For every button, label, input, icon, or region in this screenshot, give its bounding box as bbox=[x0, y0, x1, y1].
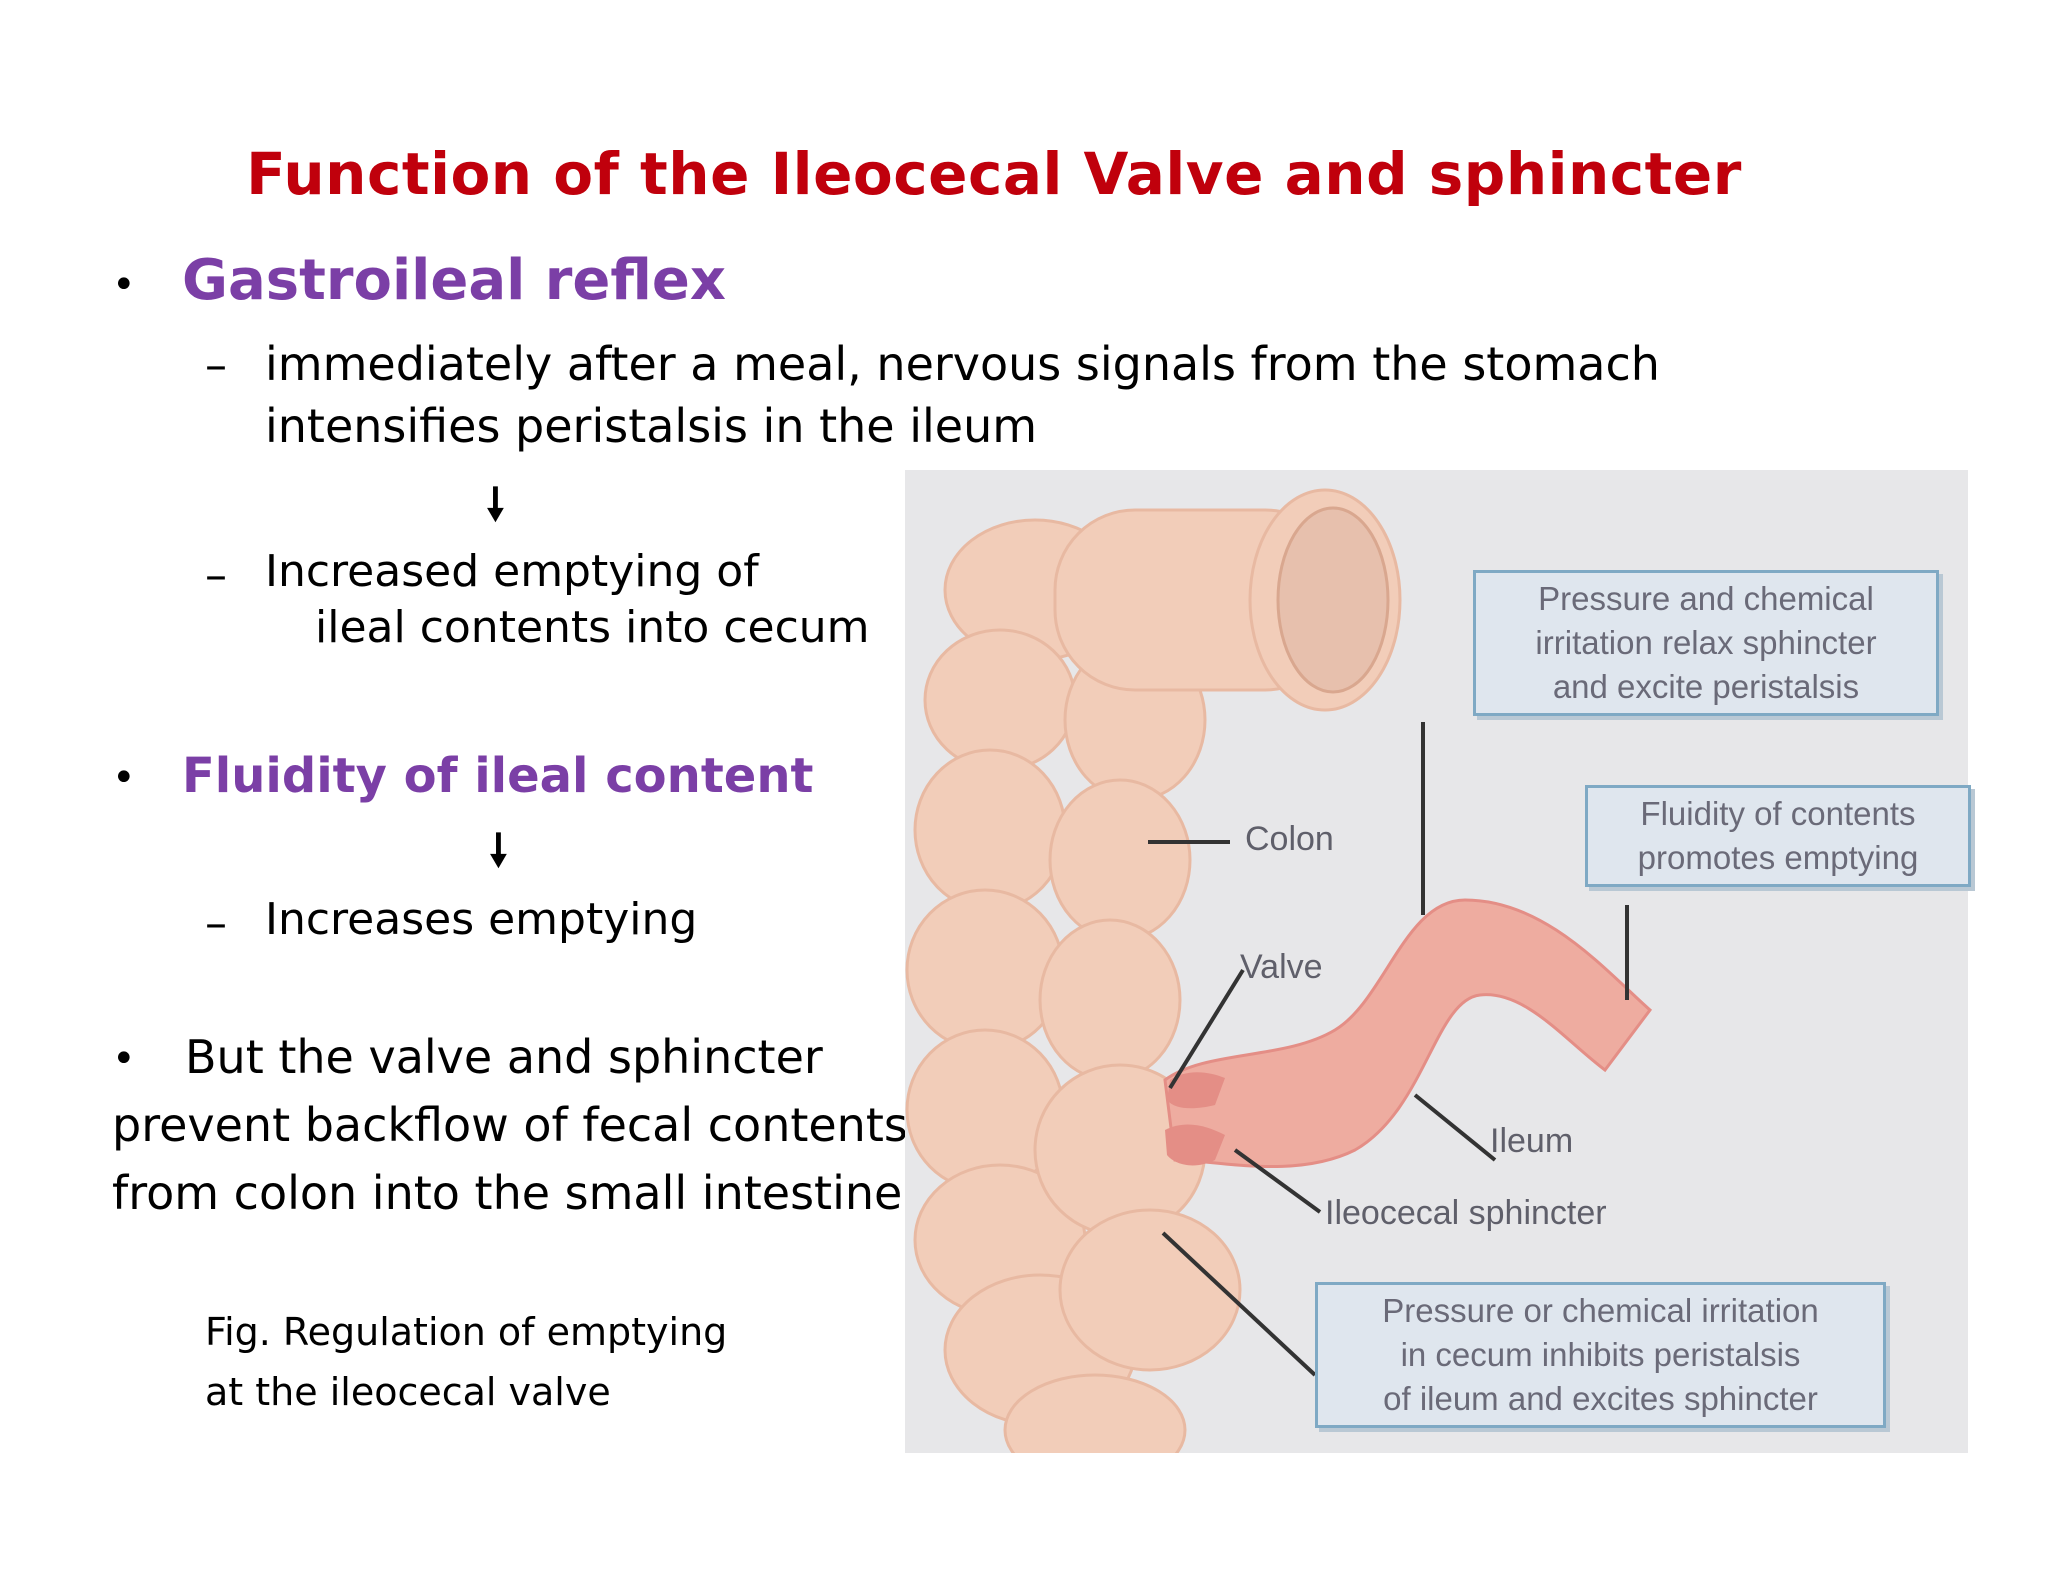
label-ileum: Ileum bbox=[1490, 1122, 1574, 1160]
label-valve: Valve bbox=[1240, 948, 1323, 986]
dash-1: – bbox=[205, 340, 227, 391]
emptying-text-line1: Increased emptying of bbox=[265, 546, 759, 597]
dash-3: – bbox=[205, 898, 227, 949]
callout-middle-line: Fluidity of contents bbox=[1640, 795, 1916, 832]
page-title: Function of the Ileocecal Valve and sphi… bbox=[246, 140, 1742, 208]
backflow-line1: But the valve and sphincter bbox=[185, 1030, 823, 1084]
callout-bottom-line: in cecum inhibits peristalsis bbox=[1400, 1336, 1801, 1373]
down-arrow-icon: 🠗 bbox=[486, 479, 505, 530]
callout-top-line: Pressure and chemical bbox=[1538, 580, 1874, 617]
gastroileal-text-line1: immediately after a meal, nervous signal… bbox=[265, 337, 1660, 391]
figure-caption-line1: Fig. Regulation of emptying bbox=[205, 1310, 728, 1354]
colon-shape bbox=[905, 488, 1402, 1453]
heading-fluidity: Fluidity of ileal content bbox=[182, 748, 814, 804]
backflow-line2: prevent backflow of fecal contents bbox=[112, 1098, 908, 1152]
callout-middle: Fluidity of contents promotes emptying bbox=[1585, 785, 1971, 887]
gastroileal-text-line2: intensifies peristalsis in the ileum bbox=[265, 399, 1038, 453]
label-ileocecal-sphincter: Ileocecal sphincter bbox=[1325, 1194, 1607, 1232]
callout-middle-line: promotes emptying bbox=[1637, 839, 1919, 876]
backflow-line3: from colon into the small intestine bbox=[112, 1166, 903, 1220]
figure-caption-line2: at the ileocecal valve bbox=[205, 1370, 611, 1414]
callout-top-line: irritation relax sphincter bbox=[1535, 624, 1877, 661]
dash-2: – bbox=[205, 550, 227, 601]
callout-bottom: Pressure or chemical irritation in cecum… bbox=[1315, 1282, 1886, 1428]
bullet-fluidity: • bbox=[112, 755, 136, 801]
bullet-backflow: • bbox=[112, 1036, 136, 1082]
emptying-text-line2: ileal contents into cecum bbox=[315, 602, 870, 653]
callout-top: Pressure and chemical irritation relax s… bbox=[1473, 570, 1939, 716]
heading-gastroileal-reflex: Gastroileal reflex bbox=[182, 248, 727, 313]
label-colon: Colon bbox=[1245, 820, 1334, 858]
callout-bottom-line: of ileum and excites sphincter bbox=[1383, 1380, 1818, 1417]
intestine-illustration bbox=[905, 488, 1653, 1453]
ileum-shape bbox=[1163, 898, 1653, 1169]
callout-top-line: and excite peristalsis bbox=[1552, 668, 1860, 705]
bullet-gastroileal: • bbox=[112, 262, 136, 308]
ileocecal-figure: Colon Valve Ileum Ileocecal sphincter Pr… bbox=[905, 470, 1971, 1453]
increases-emptying-text: Increases emptying bbox=[265, 894, 698, 945]
callout-bottom-line: Pressure or chemical irritation bbox=[1382, 1292, 1819, 1329]
down-arrow-icon: 🠗 bbox=[489, 825, 508, 876]
